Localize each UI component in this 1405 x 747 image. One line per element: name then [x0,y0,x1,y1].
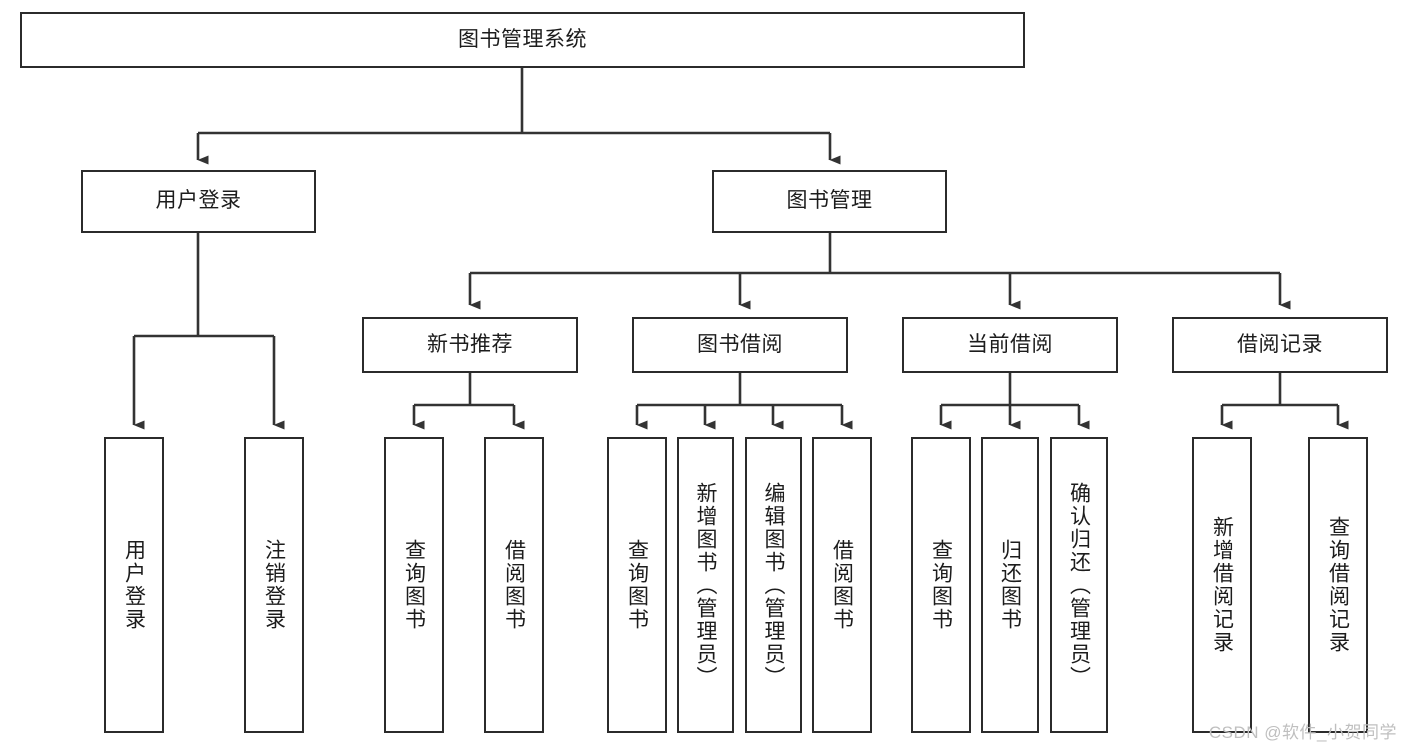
leaf-borrow-edit-book[interactable]: 编辑图书（管理员） [745,437,802,733]
leaf-borrow-add-book[interactable]: 新增图书（管理员） [677,437,734,733]
node-borrow-records[interactable]: 借阅记录 [1172,317,1388,373]
node-book-management[interactable]: 图书管理 [712,170,947,233]
leaf-user-login-login[interactable]: 用户登录 [104,437,164,733]
node-user-login[interactable]: 用户登录 [81,170,316,233]
node-label: 图书管理 [786,189,873,213]
node-label: 注销登录 [262,539,286,631]
node-label: 用户登录 [122,539,146,631]
leaf-record-add[interactable]: 新增借阅记录 [1192,437,1252,733]
leaf-new-book-query[interactable]: 查询图书 [384,437,444,733]
node-new-book-recommendation[interactable]: 新书推荐 [362,317,578,373]
node-label: 用户登录 [155,189,242,213]
node-label: 编辑图书（管理员） [762,481,785,689]
node-label: 查询图书 [625,539,649,631]
node-label: 新书推荐 [427,332,513,356]
leaf-current-query-book[interactable]: 查询图书 [911,437,971,733]
leaf-borrow-query-book[interactable]: 查询图书 [607,437,667,733]
node-book-borrowing[interactable]: 图书借阅 [632,317,848,373]
watermark: CSDN @软件_小贺同学 [1208,723,1397,742]
leaf-current-return-book[interactable]: 归还图书 [981,437,1039,733]
node-label: 当前借阅 [967,332,1053,356]
node-label: 图书管理系统 [458,27,587,51]
node-label: 确认归还（管理员） [1067,481,1091,689]
node-label: 借阅图书 [830,539,854,631]
node-label: 借阅图书 [502,539,526,631]
node-label: 新增借阅记录 [1210,516,1234,654]
node-root-system[interactable]: 图书管理系统 [20,12,1025,68]
leaf-user-login-logout[interactable]: 注销登录 [244,437,304,733]
node-label: 图书借阅 [697,332,783,356]
leaf-borrow-borrow-book[interactable]: 借阅图书 [812,437,872,733]
node-current-borrowing[interactable]: 当前借阅 [902,317,1118,373]
node-label: 查询图书 [402,539,426,631]
leaf-current-confirm-return[interactable]: 确认归还（管理员） [1050,437,1108,733]
node-label: 新增图书（管理员） [694,481,717,689]
leaf-new-book-borrow[interactable]: 借阅图书 [484,437,544,733]
node-label: 借阅记录 [1237,332,1323,356]
leaf-record-query[interactable]: 查询借阅记录 [1308,437,1368,733]
node-label: 归还图书 [998,539,1022,631]
node-label: 查询图书 [929,539,953,631]
node-label: 查询借阅记录 [1326,516,1350,654]
